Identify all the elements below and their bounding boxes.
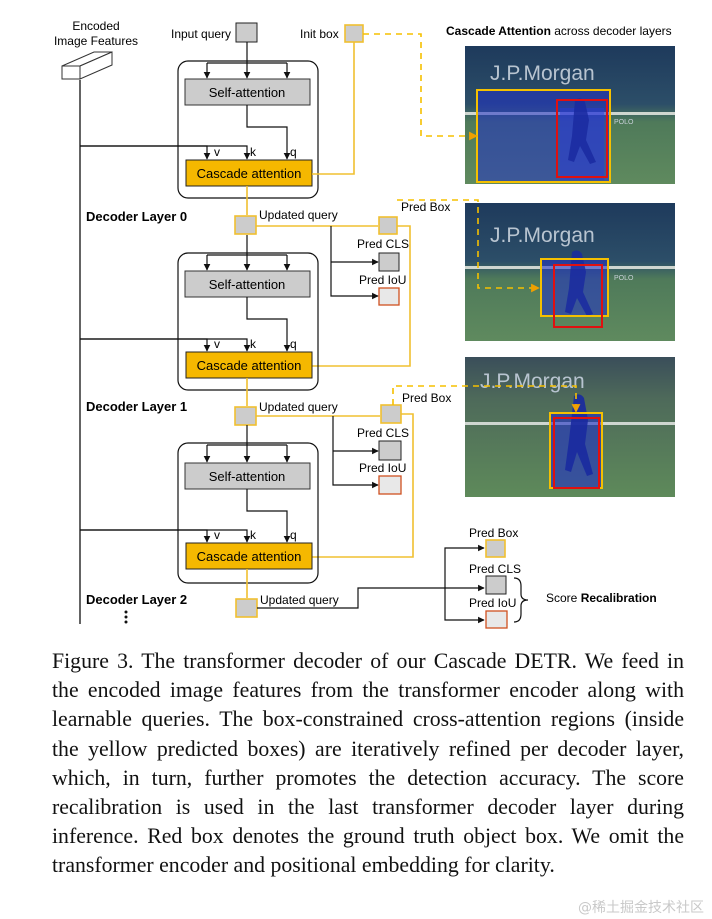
- score-recalibration-brace: [513, 577, 529, 623]
- self-attention-1: [184, 270, 311, 298]
- dashed-connector-pred-1: [392, 385, 581, 413]
- updated-query-1-node: [234, 406, 257, 426]
- updated-query-2-node: [235, 598, 258, 618]
- pred-iou-0-node: [378, 287, 400, 306]
- pred-cls-0-node: [378, 252, 400, 272]
- cascade-attention-1-label: Cascade attention: [197, 358, 302, 373]
- attention-photo-3: J.P.Morgan: [465, 357, 675, 497]
- updated-query-0-node: [234, 215, 257, 235]
- pred-box-2-node: [485, 539, 506, 558]
- init-box-node: [344, 24, 364, 43]
- k-label-1: k: [250, 337, 257, 351]
- updated-query-2-label: Updated query: [260, 593, 339, 607]
- q-label-2: q: [290, 528, 297, 542]
- pred-cls-2-node: [485, 575, 507, 595]
- attention-photo-1: J.P.Morgan POLO: [465, 46, 675, 184]
- attention-photo-2: J.P.Morgan POLO: [465, 203, 675, 341]
- encoded-features-label: Encoded: [72, 19, 119, 33]
- decoder-layer-1-frame: [177, 252, 319, 391]
- gt-box-overlay-2: [553, 264, 603, 328]
- k-label-0: k: [250, 145, 257, 159]
- k-label-2: k: [250, 528, 257, 542]
- pred-box-0-label: Pred Box: [401, 200, 450, 214]
- self-attention-1-label: Self-attention: [209, 277, 286, 292]
- pred-box-1-node: [380, 404, 402, 424]
- dashed-connector-pred-0: [397, 199, 540, 293]
- pred-iou-2-node: [485, 610, 508, 629]
- pred-cls-0-label: Pred CLS: [357, 237, 409, 251]
- cascade-attention-1: [185, 351, 313, 379]
- svg-text:POLO: POLO: [614, 275, 634, 282]
- input-query-node: [235, 22, 258, 43]
- svg-text:J.P.Morgan: J.P.Morgan: [490, 224, 595, 247]
- updated-query-1-label: Updated query: [259, 400, 338, 414]
- cascade-attention-2-label: Cascade attention: [197, 549, 302, 564]
- decoder-layer-1-label: Decoder Layer 1: [86, 399, 187, 414]
- figure-caption: Figure 3. The transformer decoder of our…: [52, 649, 684, 878]
- decoder-layer-0-label: Decoder Layer 0: [86, 209, 187, 224]
- watermark: @稀土掘金技术社区: [578, 900, 704, 916]
- pred-iou-0-label: Pred IoU: [359, 273, 406, 287]
- cascade-detr-diagram: Encoded Image Features Input query Init …: [54, 19, 675, 629]
- pred-iou-2-label: Pred IoU: [469, 596, 516, 610]
- decoder-layer-2-frame: [177, 442, 319, 584]
- continuation-dots: [124, 610, 128, 624]
- dashed-connector-init: [363, 33, 478, 141]
- cascade-attention-2: [185, 542, 313, 570]
- gt-box-overlay-3: [553, 417, 600, 489]
- v-label-2: v: [214, 528, 220, 542]
- pred-cls-1-label: Pred CLS: [357, 426, 409, 440]
- input-query-label: Input query: [171, 27, 231, 41]
- svg-text:POLO: POLO: [614, 119, 634, 126]
- pred-iou-1-label: Pred IoU: [359, 461, 406, 475]
- decoder-layer-2-label: Decoder Layer 2: [86, 592, 187, 607]
- pred-cls-1-node: [378, 440, 402, 461]
- pred-box-0-node: [378, 216, 398, 235]
- v-label-0: v: [214, 145, 220, 159]
- pred-box-overlay-2: [540, 258, 609, 317]
- pred-box-1-label: Pred Box: [402, 391, 451, 405]
- q-label-0: q: [290, 145, 297, 159]
- self-attention-0-label: Self-attention: [209, 85, 286, 100]
- q-label-1: q: [290, 337, 297, 351]
- self-attention-2: [184, 462, 311, 490]
- updated-query-0-label: Updated query: [259, 208, 338, 222]
- self-attention-0: [184, 78, 311, 106]
- svg-text:J.P.Morgan: J.P.Morgan: [490, 62, 595, 85]
- pred-cls-2-label: Pred CLS: [469, 562, 521, 576]
- encoded-features-icon: [61, 51, 113, 80]
- self-attention-2-label: Self-attention: [209, 469, 286, 484]
- pred-box-2-label: Pred Box: [469, 526, 518, 540]
- init-box-label: Init box: [300, 27, 339, 41]
- score-recalibration-label: Score Recalibration: [546, 591, 657, 605]
- v-label-1: v: [214, 337, 220, 351]
- panel-title: Cascade Attention across decoder layers: [446, 24, 672, 38]
- gt-box-overlay-1: [556, 99, 608, 178]
- svg-text:J.P.Morgan: J.P.Morgan: [480, 370, 585, 393]
- cascade-attention-0-label: Cascade attention: [197, 166, 302, 181]
- cascade-attention-0: [185, 159, 313, 187]
- encoded-features-label-2: Image Features: [54, 34, 138, 48]
- pred-iou-1-node: [378, 475, 402, 495]
- decoder-layer-0-frame: [177, 60, 319, 199]
